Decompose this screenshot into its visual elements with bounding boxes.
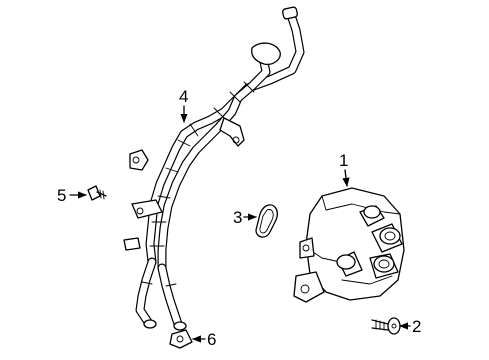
callout-5: 5	[57, 186, 87, 205]
callout-2: 2	[399, 317, 421, 336]
bolt-2	[371, 317, 401, 335]
svg-text:5: 5	[57, 186, 66, 205]
callout-4: 4	[179, 87, 188, 123]
svg-text:3: 3	[233, 208, 242, 227]
callout-3: 3	[233, 208, 257, 227]
callout-1: 1	[339, 151, 350, 187]
svg-text:4: 4	[179, 87, 188, 106]
oil-cooler	[293, 187, 405, 303]
svg-text:2: 2	[412, 317, 421, 336]
bolt-5	[87, 185, 107, 201]
svg-text:1: 1	[339, 151, 348, 170]
callout-6: 6	[192, 330, 216, 349]
clamp-6	[169, 329, 193, 349]
svg-text:6: 6	[207, 330, 216, 349]
hose-assembly	[123, 6, 305, 331]
o-ring-seal	[255, 204, 278, 238]
